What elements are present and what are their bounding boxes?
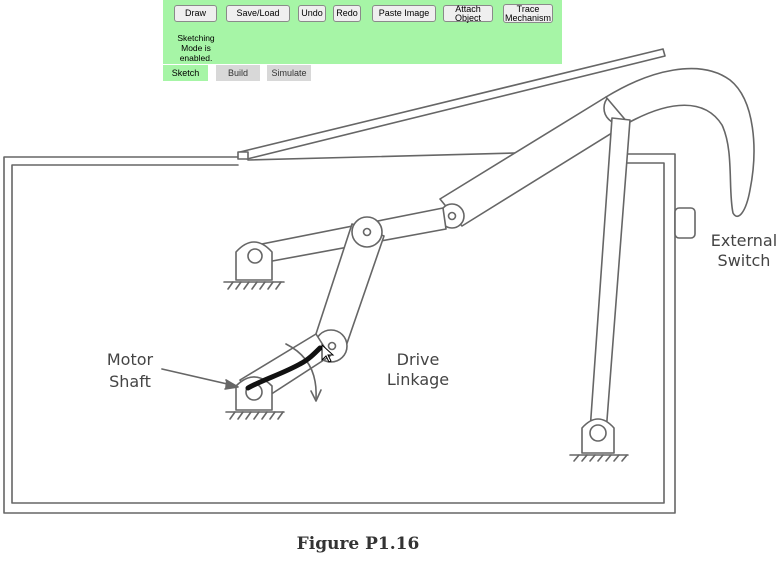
save-load-button[interactable]: Save/Load xyxy=(226,5,290,22)
trace-mechanism-button[interactable]: Trace Mechanism xyxy=(503,4,553,23)
left-ground-pivot xyxy=(223,241,285,290)
tab-build[interactable]: Build xyxy=(216,65,260,81)
undo-button[interactable]: Undo xyxy=(298,5,326,22)
label-drive-linkage: Drive xyxy=(397,350,440,369)
paste-image-button[interactable]: Paste Image xyxy=(372,5,436,22)
external-switch xyxy=(674,207,696,239)
label-motor-shaft-2: Shaft xyxy=(109,372,151,391)
label-motor-shaft: Motor xyxy=(107,350,154,369)
figure-caption: Figure P1.16 xyxy=(297,534,420,554)
tab-sketch[interactable]: Sketch xyxy=(163,65,208,81)
right-vertical-link xyxy=(589,117,631,434)
mode-status-line-2: Mode is xyxy=(181,43,211,53)
frame-box xyxy=(3,151,676,514)
label-external-switch-2: Switch xyxy=(718,251,771,270)
rotation-arrow xyxy=(285,343,322,402)
attach-object-button[interactable]: Attach Object xyxy=(443,4,493,22)
label-external-switch: External xyxy=(711,231,777,250)
trace-mechanism-label-1: Trace xyxy=(516,3,540,14)
hook-arm xyxy=(605,67,755,218)
tab-simulate[interactable]: Simulate xyxy=(267,65,311,81)
toolbar: Draw Save/Load Undo Redo Paste Image Att… xyxy=(163,0,562,64)
draw-button[interactable]: Draw xyxy=(174,5,217,22)
mode-status-line-3: enabled. xyxy=(179,53,213,63)
trace-mechanism-label-2: Mechanism xyxy=(505,12,552,23)
sketch-stroke xyxy=(245,345,323,391)
arrow-cursor-icon xyxy=(321,343,335,363)
motor-leader-line xyxy=(161,368,239,390)
mode-status-text: Sketching Mode is enabled. xyxy=(163,33,229,63)
lid-arm xyxy=(237,48,666,160)
right-ground-pivot xyxy=(569,418,629,462)
label-drive-linkage-2: Linkage xyxy=(387,370,449,389)
redo-button[interactable]: Redo xyxy=(333,5,361,22)
mode-status-line-1: Sketching xyxy=(177,33,215,43)
